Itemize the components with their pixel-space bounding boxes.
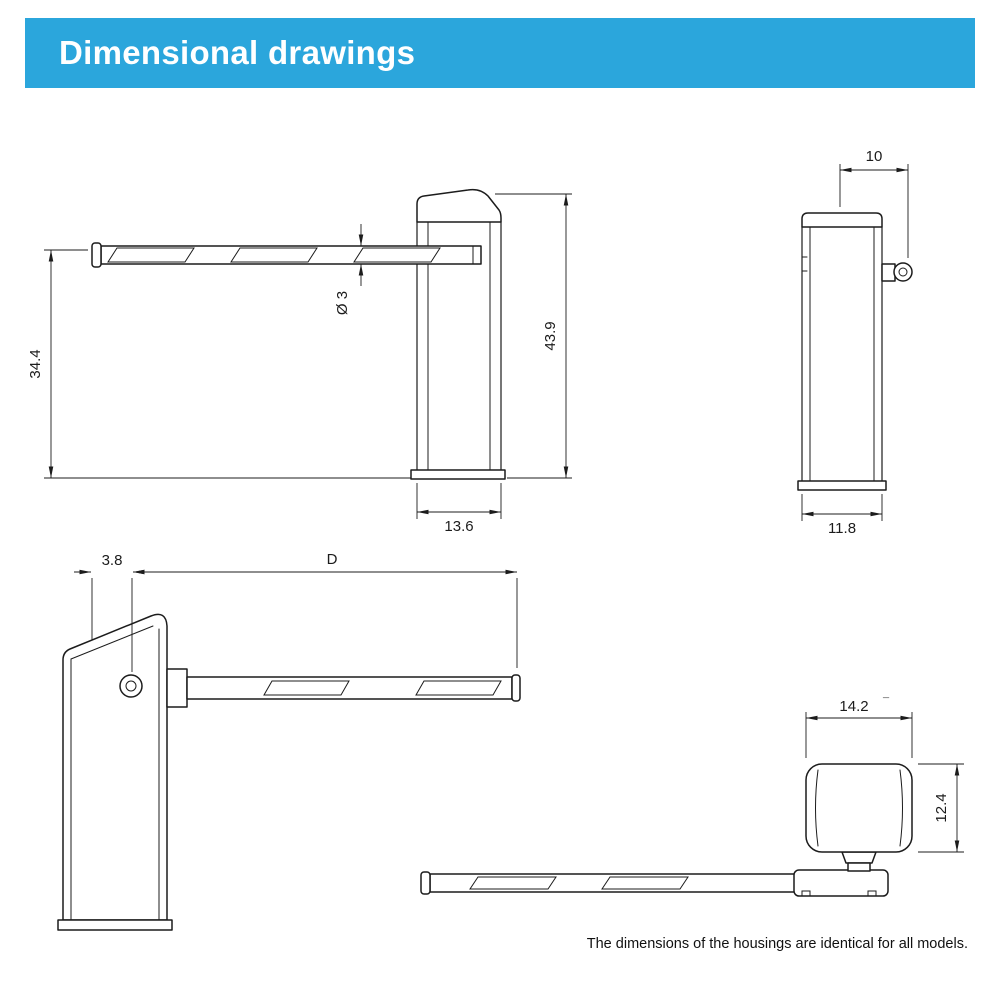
boom-arm-top [420,869,889,897]
dimension-boom-length: D [133,551,518,668]
dim-total-height-label: 43.9 [542,321,559,350]
dimension-base-width: 13.6 [416,483,502,535]
dim-boom-diameter-label: Ø 3 [334,291,351,315]
dim-head-offset-label: 10 [866,148,883,165]
side-view-drawing: 10 11.8 [797,148,913,537]
dim-pivot-offset-label: 3.8 [102,552,123,569]
dimension-head-offset: 10 [839,148,909,258]
profile-view-drawing: 3.8 D [57,551,521,931]
top-view-drawing: 14.2 ¯ 12.4 [420,697,964,897]
pivot-circle [119,674,143,698]
footer-note: The dimensions of the housings are ident… [586,936,968,952]
pivot-shaft-knob [881,262,913,282]
page-title: Dimensional drawings [59,34,416,71]
front-view-drawing: 34.4 Ø 3 43.9 13.6 [27,188,572,535]
boom-arm-front [91,242,482,268]
section-header: Dimensional drawings [25,18,975,88]
dim-boom-length-label: D [327,551,338,568]
dimension-total-height: 43.9 [495,193,572,479]
boom-arm-profile [166,668,521,708]
dimension-arm-axis-height: 34.4 [27,249,411,479]
dim-housing-width-label: 14.2 [839,698,868,715]
dimension-housing-width: 14.2 ¯ [805,697,913,758]
dim-base-width-label: 13.6 [444,518,473,535]
dimension-boom-diameter: Ø 3 [334,224,364,315]
housing-top-outline [805,763,913,872]
dim-base-depth-label: 11.8 [828,520,856,537]
housing-front-outline [410,188,506,480]
housing-profile-outline [57,613,173,931]
housing-side-outline [797,212,887,491]
dim-arm-axis-height-label: 34.4 [27,349,44,378]
dimension-base-depth: 11.8 [801,494,883,537]
dim-housing-depth-label: 12.4 [933,793,950,822]
dim-housing-width-tolerance: ¯ [882,697,890,709]
dimension-housing-depth: 12.4 [918,763,964,853]
